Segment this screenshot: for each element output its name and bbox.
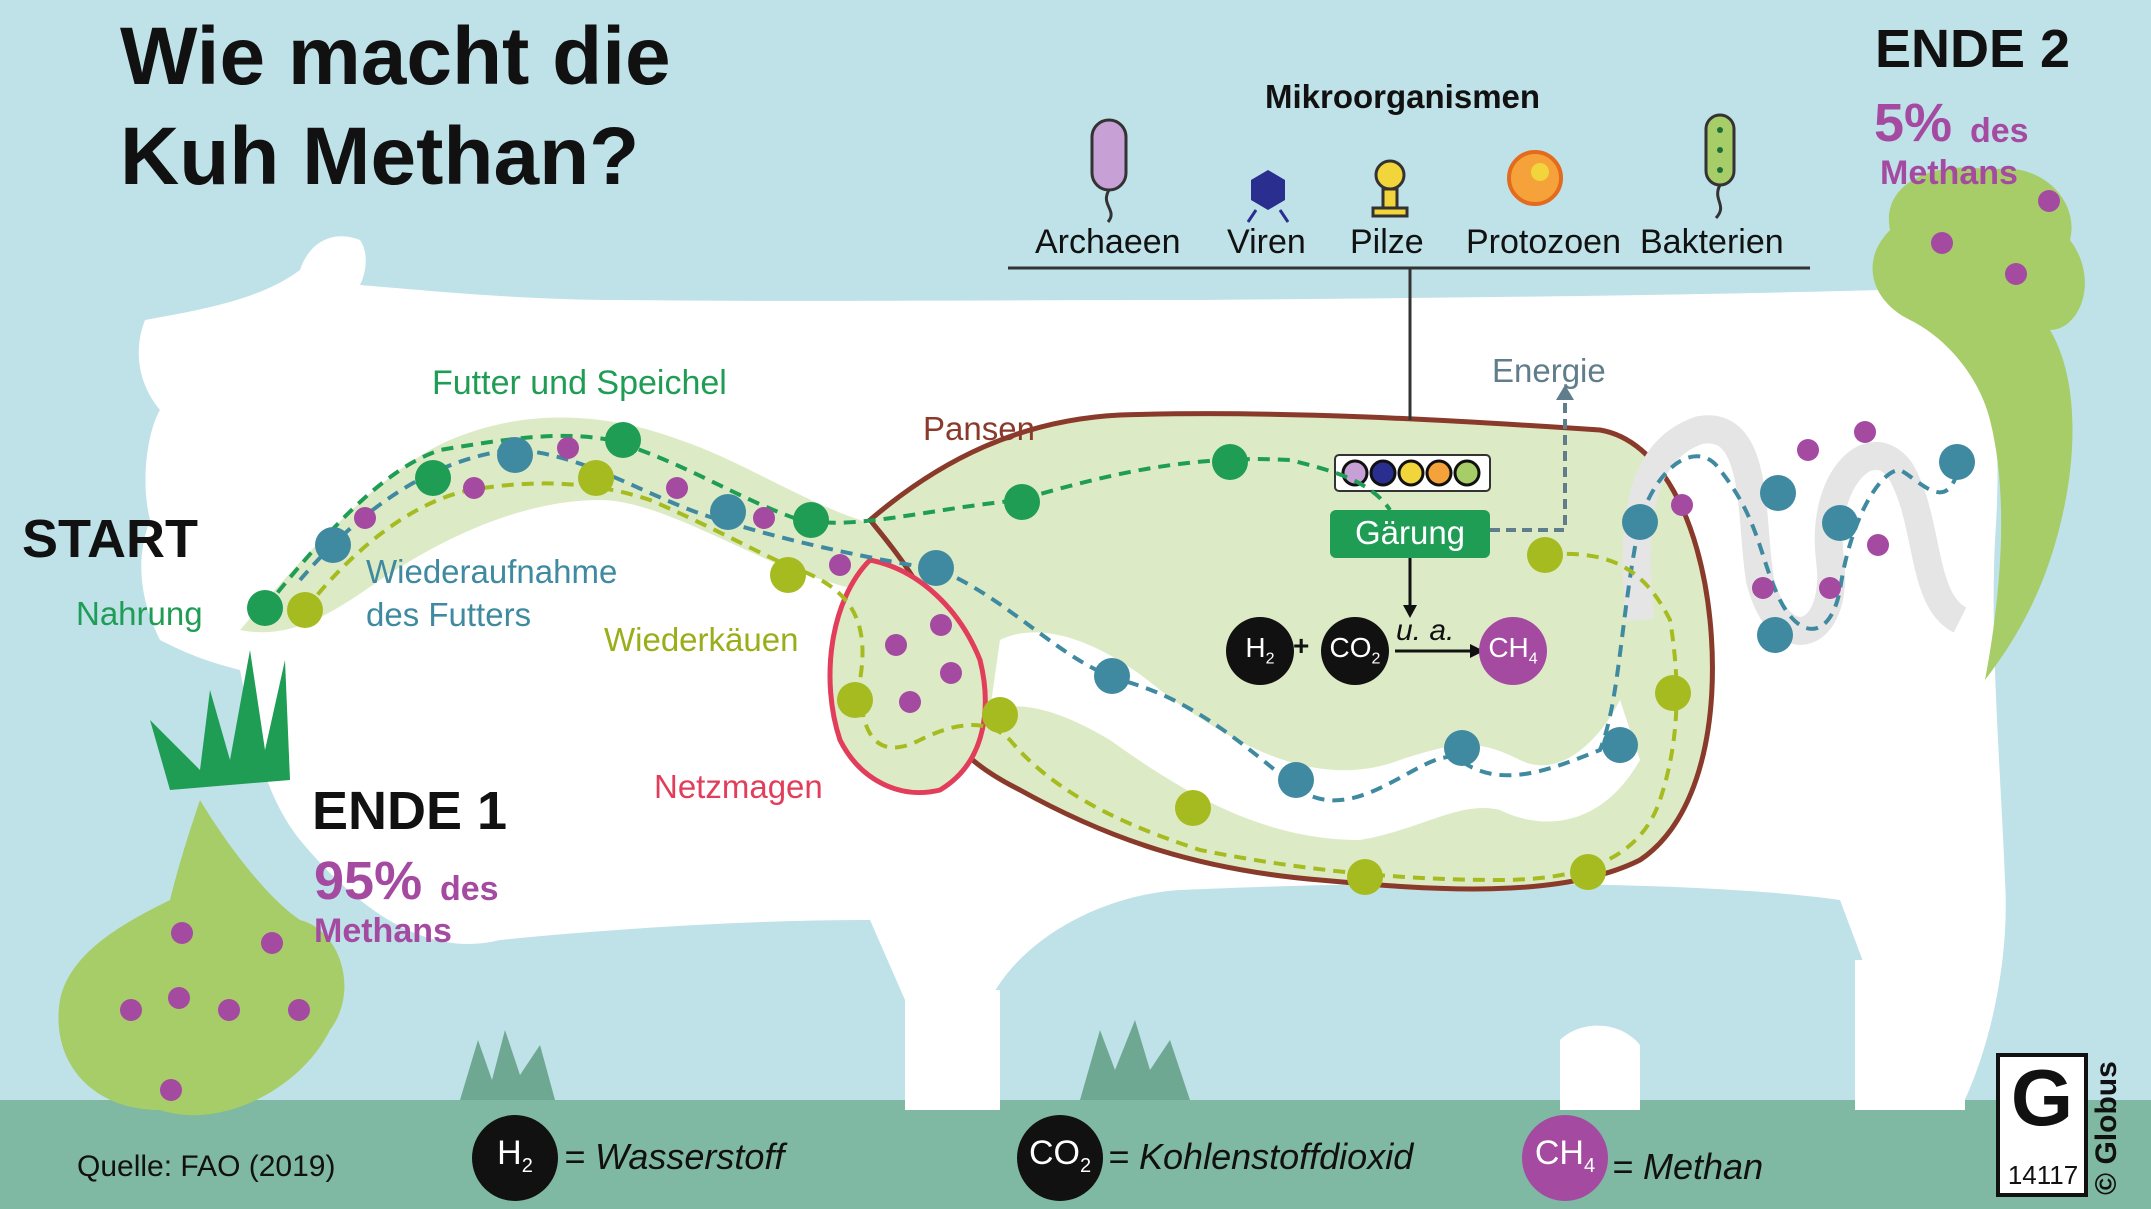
co2-symbol: CO xyxy=(1329,632,1372,663)
co2-formula: CO2 xyxy=(1321,632,1389,669)
reaction-arrowhead xyxy=(1470,644,1484,658)
legend-co2: = Kohlenstoffdioxid xyxy=(1108,1136,1414,1177)
ende2-pct: 5% xyxy=(1874,93,1953,153)
food-grass xyxy=(150,650,290,790)
micro-pilze: Pilze xyxy=(1350,223,1424,261)
legend-ch4: = Methan xyxy=(1612,1146,1764,1187)
ende1-label: ENDE 1 xyxy=(312,781,508,841)
start-label: START xyxy=(22,509,198,569)
micro-viren: Viren xyxy=(1227,223,1306,261)
legend-h2-circle xyxy=(472,1115,558,1201)
legend-ch4-formula: CH4 xyxy=(1522,1134,1608,1178)
ch4-circle xyxy=(1479,617,1547,685)
ch4-symbol: CH xyxy=(1488,632,1529,663)
globus-credit: © Globus xyxy=(2090,1061,2124,1195)
ch4-formula: CH4 xyxy=(1479,632,1547,669)
legend-co2-circle xyxy=(1017,1115,1103,1201)
intestines xyxy=(1622,415,1968,645)
title-line2: Kuh Methan? xyxy=(120,111,640,202)
legend-ch4-symbol: CH xyxy=(1534,1134,1584,1172)
wiederaufnahme-label-2: des Futters xyxy=(366,596,532,633)
legend-h2: = Wasserstoff xyxy=(564,1136,785,1177)
cow-leg xyxy=(905,990,1000,1110)
source-label: Quelle: FAO (2019) xyxy=(77,1150,336,1183)
gaerung-dots xyxy=(1334,454,1491,492)
ua-label: u. a. xyxy=(1396,614,1455,647)
nahrung-label: Nahrung xyxy=(76,595,203,632)
viren-icon xyxy=(1246,170,1290,223)
cow-ear xyxy=(300,236,366,285)
netzmagen-label: Netzmagen xyxy=(654,768,823,805)
h2-circle xyxy=(1226,617,1294,685)
esophagus xyxy=(240,417,926,633)
path-markers xyxy=(247,422,1975,895)
h2-formula: H2 xyxy=(1226,632,1294,669)
legend-h2-symbol: H xyxy=(497,1134,522,1172)
micro-archaeen: Archaeen xyxy=(1035,223,1181,261)
wiederaufnahme-label-1: Wiederaufnahme xyxy=(366,553,618,590)
legend-h2-formula: H2 xyxy=(472,1134,558,1178)
energie-arrowhead xyxy=(1556,385,1574,400)
legend-co2-symbol: CO xyxy=(1028,1134,1080,1172)
plus-sign: + xyxy=(1293,630,1310,661)
h2-subscript: 2 xyxy=(1265,650,1275,668)
ende1-pct: 95% xyxy=(314,851,423,911)
pilze-icon xyxy=(1371,159,1409,218)
co2-circle xyxy=(1321,617,1389,685)
gaerung-box xyxy=(1330,510,1490,558)
title-line1: Wie macht die xyxy=(120,11,671,102)
path-futter xyxy=(263,433,1392,610)
path-wiederkaeuen xyxy=(303,481,1679,883)
co2-subscript: 2 xyxy=(1371,650,1381,668)
globus-g-icon: G xyxy=(2011,1053,2073,1142)
methane-cloud-2 xyxy=(1872,167,2085,680)
methane-dots xyxy=(120,190,2060,1101)
micro-heading: Mikroorganismen xyxy=(1265,78,1541,115)
rumen-inner xyxy=(990,632,1640,840)
grass-tuft xyxy=(460,1030,555,1100)
energie-arrow xyxy=(1490,400,1567,532)
micro-bakterien: Bakterien xyxy=(1640,223,1784,261)
methane-cloud-1 xyxy=(58,800,345,1116)
legend-co2-subscript: 2 xyxy=(1079,1154,1092,1177)
globus-wordmark: Globus xyxy=(2090,1061,2123,1165)
gaerung-down-arrowhead xyxy=(1403,605,1417,618)
copyright-symbol: © xyxy=(2090,1172,2123,1195)
globus-number: 14117 xyxy=(2007,1160,2079,1190)
wiederkaeuen-label: Wiederkäuen xyxy=(604,621,799,658)
gaerung-label: Gärung xyxy=(1354,514,1466,551)
legend-co2-formula: CO2 xyxy=(1017,1134,1103,1178)
legend-ch4-subscript: 4 xyxy=(1583,1154,1596,1177)
ende2-label: ENDE 2 xyxy=(1875,19,2071,79)
ch4-subscript: 4 xyxy=(1528,650,1538,668)
legend-h2-subscript: 2 xyxy=(521,1154,533,1177)
ende2-des: des xyxy=(1970,112,2029,150)
ende2-methans: Methans xyxy=(1880,154,2018,192)
futter-speichel-label: Futter und Speichel xyxy=(432,364,727,402)
protozoen-icon xyxy=(1507,150,1563,206)
cow-udder xyxy=(1560,1025,1640,1110)
ende1-methans: Methans xyxy=(314,912,452,950)
ende1-des: des xyxy=(440,870,499,908)
h2-symbol: H xyxy=(1245,632,1266,663)
bakterien-icon xyxy=(1704,113,1736,220)
micro-protozoen: Protozoen xyxy=(1466,223,1621,261)
archaeen-icon xyxy=(1090,118,1128,223)
globus-logo xyxy=(1996,1053,2088,1197)
grass-tuft xyxy=(1080,1020,1190,1100)
cow-leg xyxy=(1855,960,1965,1110)
pansen-label: Pansen xyxy=(923,410,1035,447)
legend-ch4-circle xyxy=(1522,1115,1608,1201)
energie-label: Energie xyxy=(1492,352,1606,389)
